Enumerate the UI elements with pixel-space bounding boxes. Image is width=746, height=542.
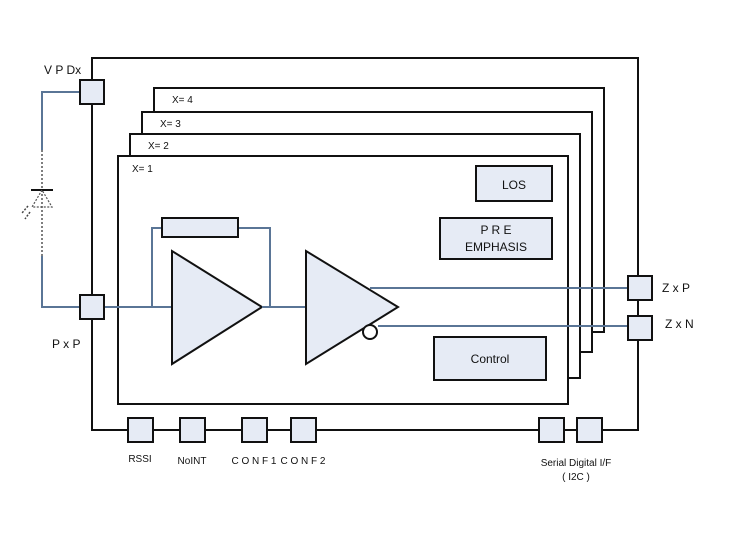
output-p-pin-label: Z x P (662, 281, 690, 295)
vpd-signal-wire (41, 91, 80, 150)
serial-label-line2: ( I2C ) (562, 472, 590, 483)
serial-pin-2 (576, 417, 603, 443)
rssi-pin (127, 417, 154, 443)
light-arrow-icon (21, 205, 29, 214)
light-arrow-icon (24, 211, 31, 220)
channel-label-4: X= 4 (172, 95, 193, 106)
conf2-pin-label: C O N F 2 (280, 456, 325, 467)
nolint-pin (179, 417, 206, 443)
output-n-pin (627, 315, 653, 341)
control-block (433, 336, 547, 381)
nolint-pin-label: NoINT (178, 456, 207, 467)
feedback-wire-right (238, 227, 271, 307)
conf1-pin-label: C O N F 1 (231, 456, 276, 467)
channel-label-2: X= 2 (148, 141, 169, 152)
photodiode-icon (30, 188, 54, 208)
rssi-pin-label: RSSI (128, 454, 151, 465)
input-pin-label: P x P (52, 337, 80, 351)
pre-emphasis-label-line1: P R E (480, 223, 511, 237)
vpd-pin (79, 79, 105, 105)
input-signal-wire (41, 256, 80, 308)
channel-label-1: X= 1 (132, 164, 153, 175)
channel-label-3: X= 3 (160, 119, 181, 130)
package-outline (91, 57, 639, 431)
vpd-pin-label: V P Dx (44, 63, 81, 77)
pre-emphasis-block (439, 217, 553, 260)
feedback-wire-left (151, 227, 162, 307)
los-block (475, 165, 553, 202)
los-label: LOS (502, 178, 526, 192)
limiting-amplifier-icon (305, 249, 400, 366)
serial-pin-1 (538, 417, 565, 443)
serial-label-line1: Serial Digital I/F (541, 458, 612, 469)
input-pin (79, 294, 105, 320)
output-p-pin (627, 275, 653, 301)
conf2-pin (290, 417, 317, 443)
control-label: Control (471, 352, 510, 366)
pre-emphasis-label-line2: EMPHASIS (465, 240, 527, 254)
tia-amplifier-icon (171, 249, 264, 366)
output-n-pin-label: Z x N (665, 317, 694, 331)
feedback-resistor (161, 217, 239, 238)
conf1-pin (241, 417, 268, 443)
inverting-bubble-icon (362, 324, 378, 340)
